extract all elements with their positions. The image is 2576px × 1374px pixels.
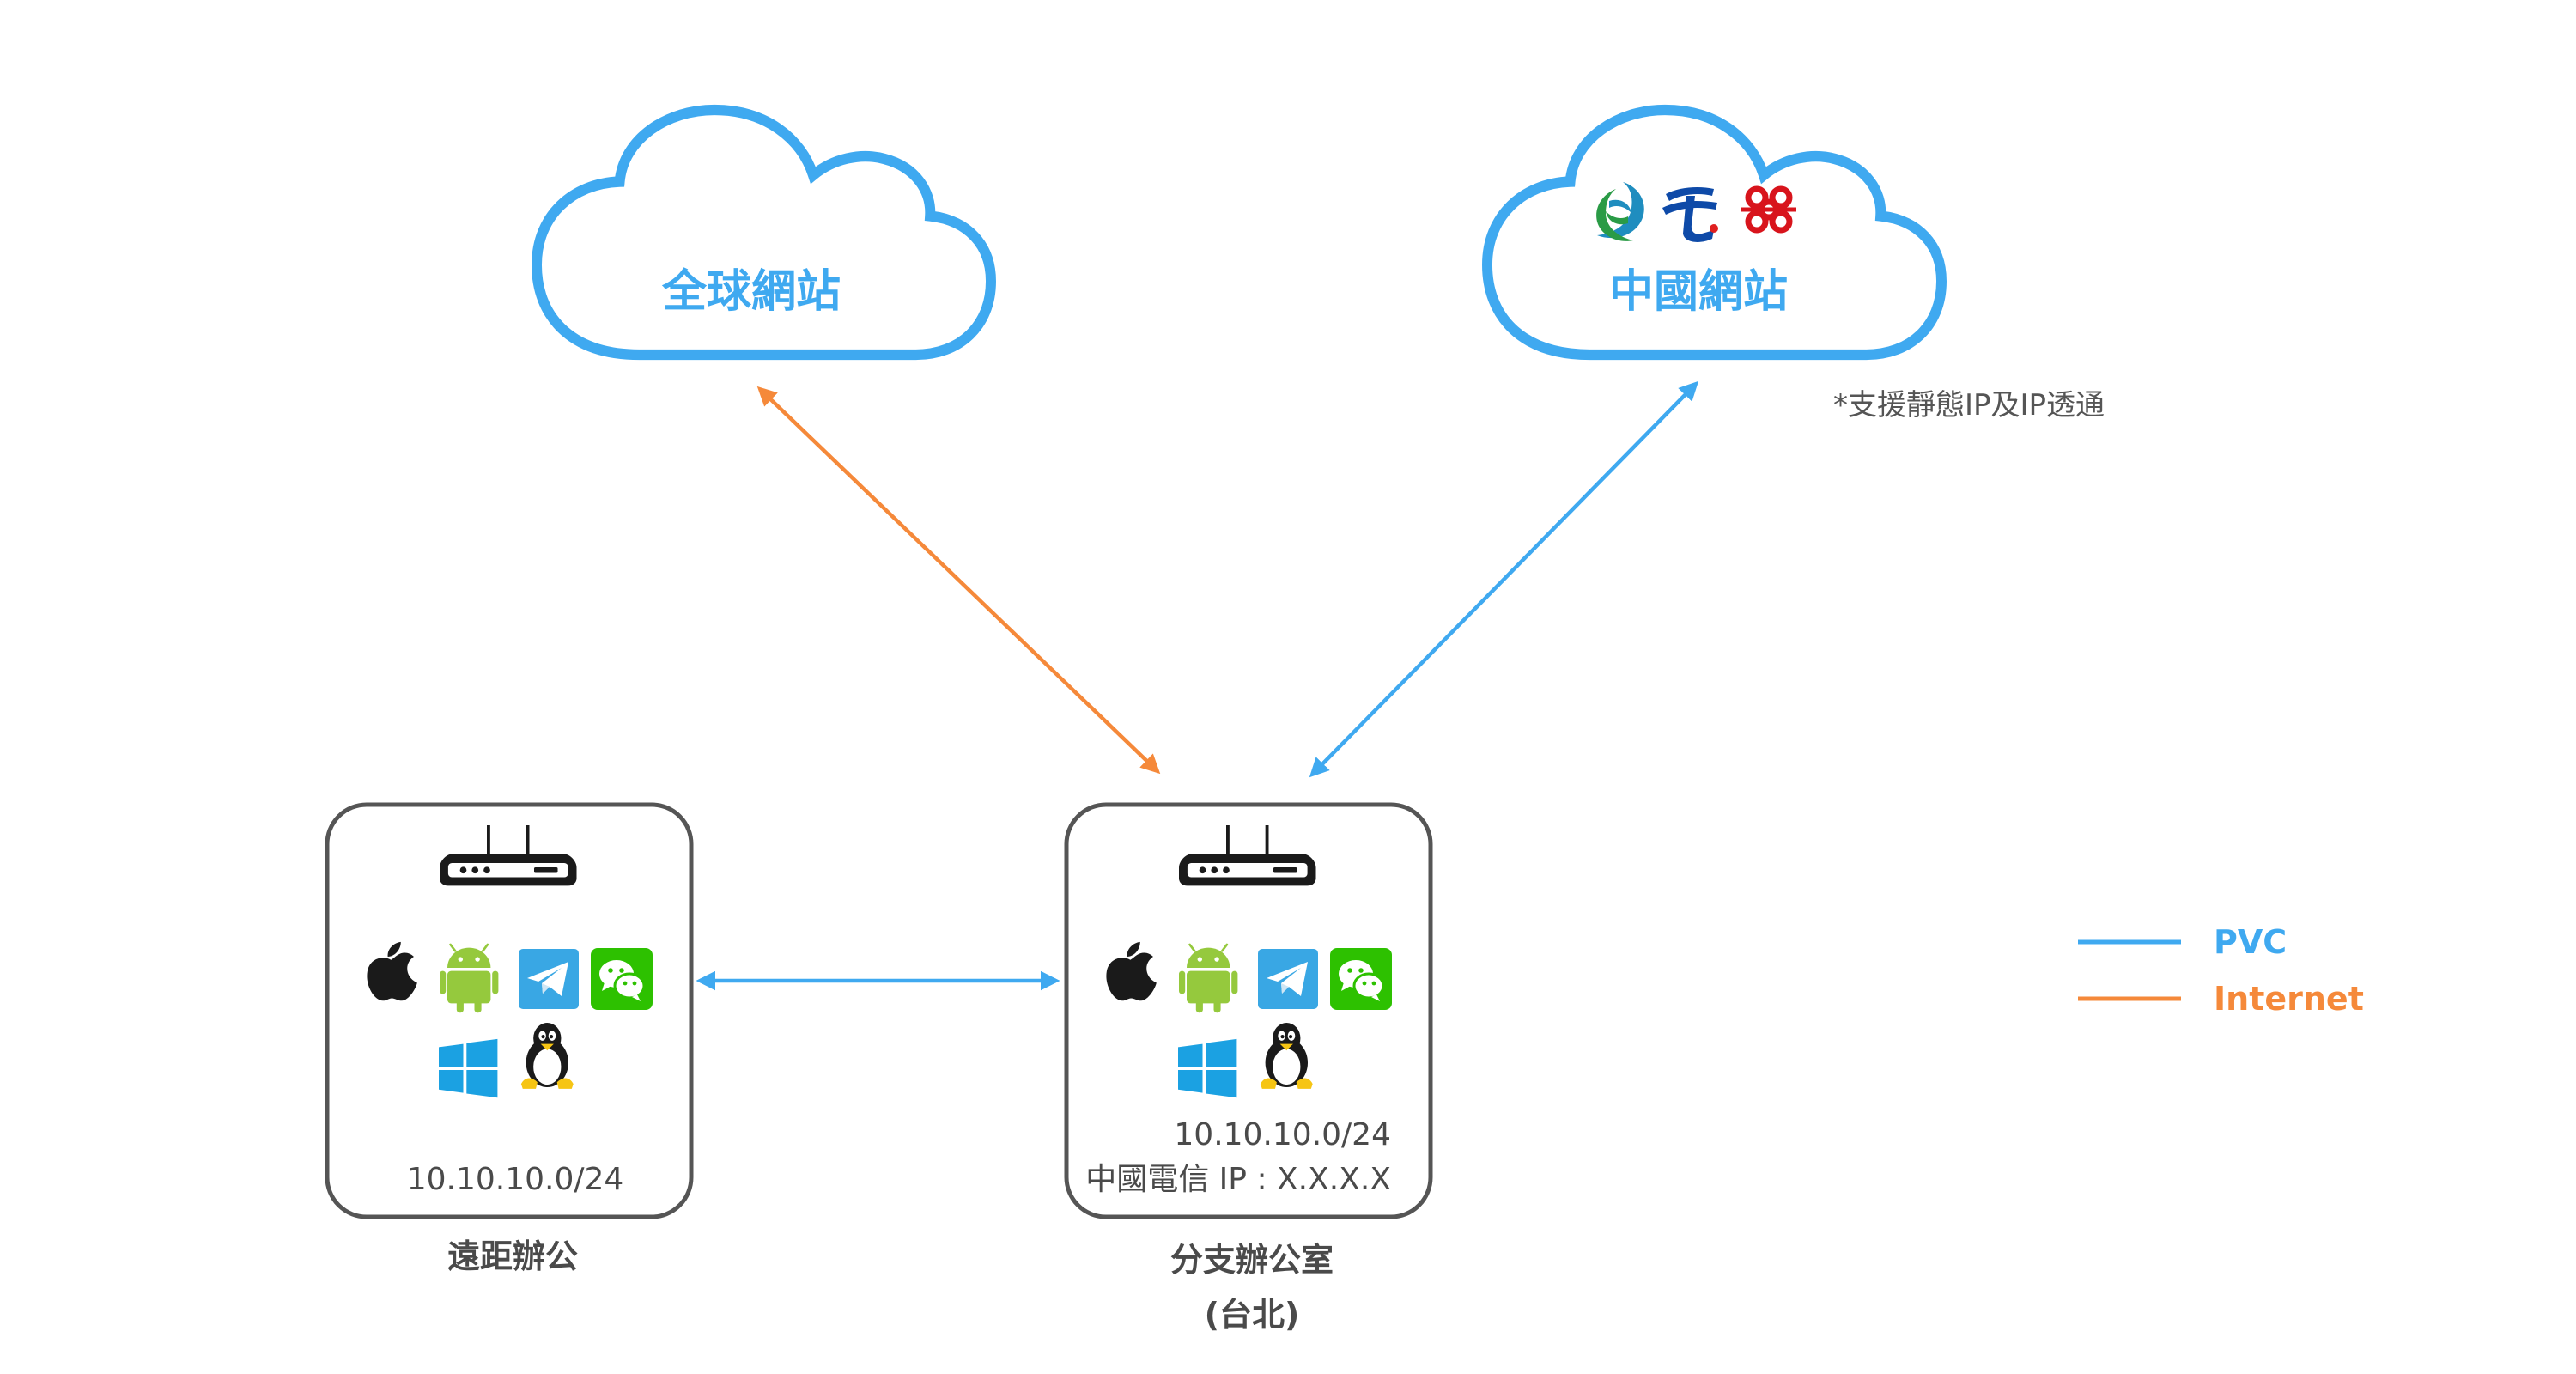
- china-mobile-logo: [1596, 182, 1644, 241]
- china-telecom-logo: [1662, 187, 1718, 242]
- wechat-icon: [589, 946, 654, 1012]
- internet-link: [756, 386, 1161, 775]
- wechat-icon: [1328, 946, 1394, 1012]
- legend: PVC Internet: [2078, 923, 2364, 1018]
- cloud-china: 中國網站: [1487, 110, 1941, 355]
- site-remote: 10.10.10.0/24: [325, 802, 694, 1219]
- remote-subnet: 10.10.10.0/24: [407, 1162, 624, 1197]
- china-unicom-logo: [1741, 185, 1796, 234]
- remote-site-name: 遠距辦公: [447, 1237, 578, 1275]
- cloud-global: 全球網站: [537, 110, 991, 355]
- telegram-icon: [1258, 949, 1318, 1009]
- cloud-china-label: 中國網站: [1609, 266, 1788, 318]
- branch-subnet: 10.10.10.0/24: [1174, 1117, 1391, 1152]
- branch-site-name: 分支辦公室: [1170, 1241, 1334, 1279]
- pvc-link-china: [1309, 380, 1699, 778]
- legend-internet-label: Internet: [2214, 980, 2364, 1018]
- cloud-global-label: 全球網站: [661, 266, 841, 318]
- branch-site-location: (台北): [1205, 1296, 1300, 1334]
- static-ip-note: *支援靜態IP及IP透通: [1833, 388, 2105, 423]
- telegram-icon: [519, 949, 579, 1009]
- legend-pvc-label: PVC: [2214, 923, 2287, 961]
- branch-ip: 中國電信 IP : X.X.X.X: [1085, 1162, 1391, 1197]
- site-branch: 10.10.10.0/24 中國電信 IP : X.X.X.X: [1064, 802, 1433, 1219]
